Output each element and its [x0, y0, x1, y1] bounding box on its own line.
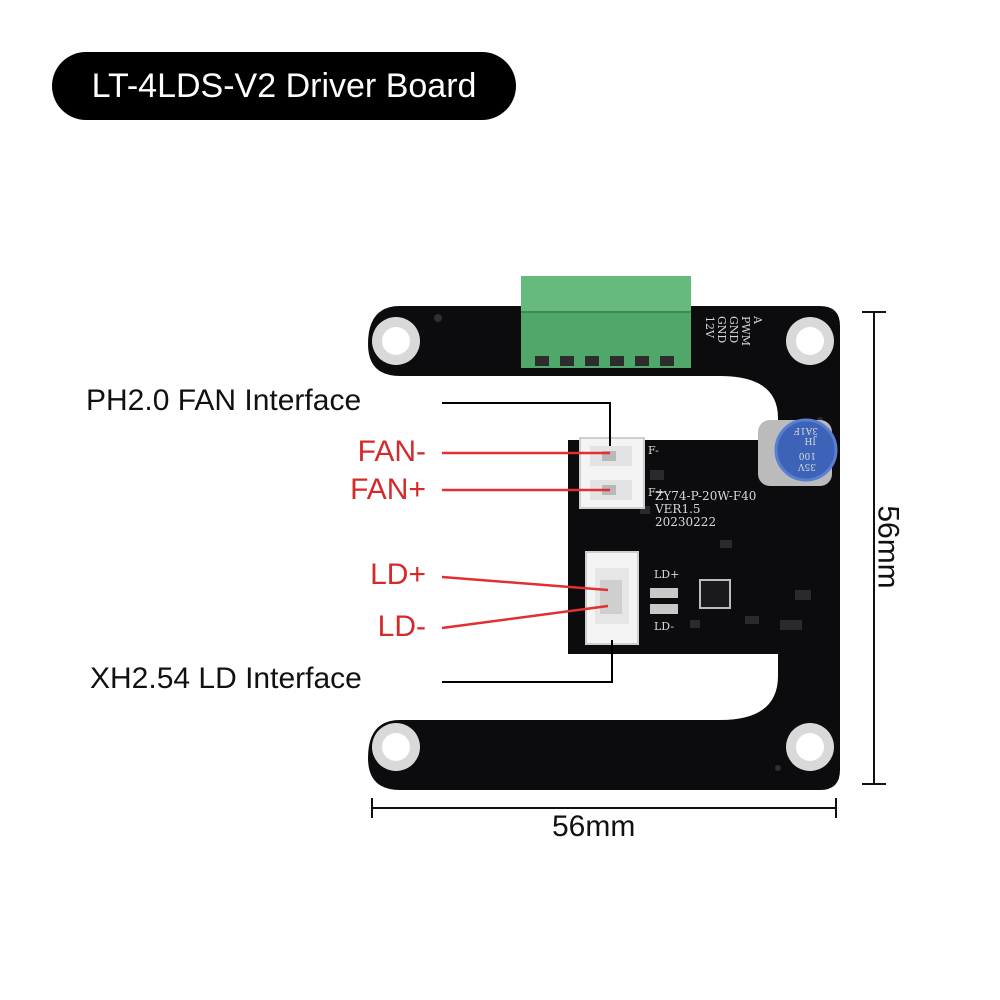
capacitor: 35V 100 JH 3A1F — [758, 418, 838, 486]
fan-plus-label: FAN+ — [350, 473, 426, 506]
height-dimension-line — [862, 311, 886, 785]
width-dimension-label: 56mm — [552, 810, 636, 843]
cap-label-value: 100 — [799, 450, 816, 460]
ph-fan-leader-line — [442, 402, 611, 446]
ld-minus-label: LD- — [377, 610, 426, 643]
fan-pin-plus-silk: F+ — [648, 486, 665, 499]
ph-fan-connector — [579, 437, 645, 509]
cap-label-voltage: 35V — [798, 461, 816, 471]
ld-pin-plus-silk: LD+ — [654, 568, 679, 581]
board-version: VER1.5 — [654, 502, 701, 516]
ld-plus-leader-line — [441, 575, 609, 592]
board-model: ZY74-P-20W-F40 — [655, 489, 756, 503]
xh-ld-leader-line — [442, 640, 613, 683]
cap-label-brand: JH — [804, 435, 817, 445]
xh-ld-connector — [585, 551, 678, 645]
pin-label-gnd-2: GND — [715, 316, 728, 343]
smd-components — [434, 314, 823, 771]
ld-pin-minus-silk: LD- — [654, 620, 674, 633]
screw-terminal-block — [521, 276, 691, 368]
height-dimension-label: 56mm — [871, 505, 905, 589]
mounting-holes — [372, 317, 834, 771]
ld-plus-label: LD+ — [370, 558, 426, 591]
xh-ld-interface-label: XH2.54 LD Interface — [90, 662, 362, 695]
pin-label-gnd-1: GND — [727, 316, 740, 343]
fan-minus-label: FAN- — [357, 435, 426, 468]
leader-lines — [441, 402, 613, 683]
width-dimension-line — [371, 798, 837, 818]
ph-fan-interface-label: PH2.0 FAN Interface — [86, 384, 362, 417]
pin-label-pwm: PWM — [739, 316, 752, 346]
board-title: LT-4LDS-V2 Driver Board — [52, 52, 516, 120]
fan-pin-minus-silk: F- — [648, 444, 659, 457]
pin-label-a: A — [751, 315, 764, 325]
board-date: 20230222 — [655, 515, 716, 529]
pcb-board — [368, 306, 840, 790]
pin-label-12v: 12V — [703, 316, 716, 339]
ld-minus-leader-line — [441, 604, 609, 630]
cap-label-code: 3A1F — [794, 425, 818, 435]
terminal-pin-labels: A PWM GND GND 12V — [703, 315, 764, 346]
